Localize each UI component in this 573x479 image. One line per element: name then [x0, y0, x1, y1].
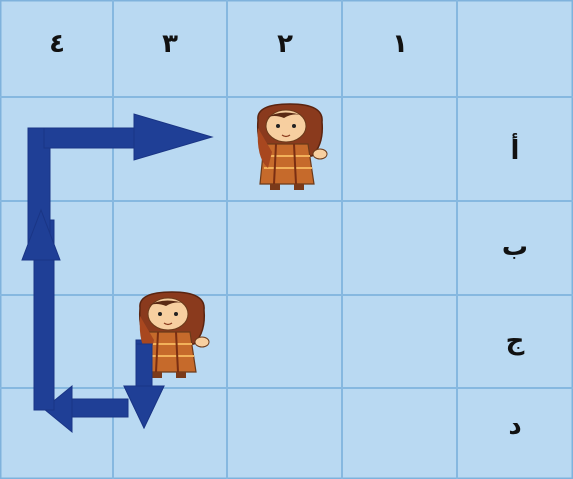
row-header-jim: ج: [506, 326, 525, 356]
column-header-1: ١: [392, 29, 408, 59]
row-header-ba: ب: [502, 232, 528, 262]
column-header-2: ٢: [277, 29, 293, 59]
row-header-alif: أ: [511, 133, 520, 166]
column-header-3: ٣: [162, 29, 178, 59]
column-header-4: ٤: [49, 29, 65, 59]
row-header-dal: د: [508, 411, 521, 441]
